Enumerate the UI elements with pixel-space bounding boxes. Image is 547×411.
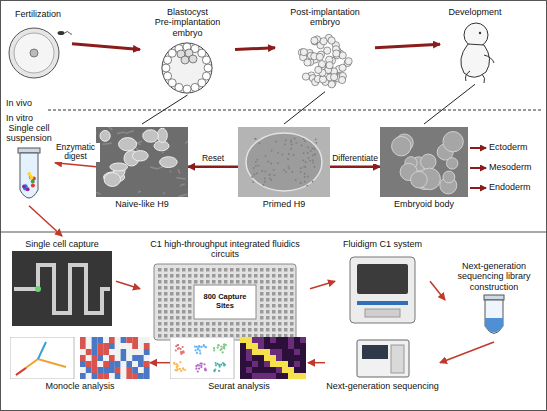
caption: Development [440, 7, 510, 17]
germ-layer-arrow [470, 167, 486, 169]
illustration [4, 21, 72, 81]
flow-arrow [375, 44, 440, 48]
illustration-frame [445, 294, 543, 342]
cell-photo: Naive-like H9 [96, 124, 188, 209]
flow-arrow [72, 44, 140, 50]
monocle-plots: Monocle analysis [10, 334, 150, 391]
illustration-frame [4, 21, 72, 81]
illustration-frame [10, 337, 150, 379]
illustration-frame [325, 337, 440, 379]
caption: Next-generation sequencing library const… [445, 261, 543, 292]
flow-arrow [424, 84, 475, 124]
flow-arrow [308, 362, 325, 364]
illustration [445, 294, 543, 342]
illustration-frame [96, 127, 188, 197]
illustration [8, 251, 116, 326]
illustration [10, 337, 150, 379]
germ-layer-label: Endoderm [489, 182, 531, 192]
chip-label: 800 Capture Sites [195, 286, 255, 318]
illustration [380, 127, 468, 197]
seurat-plots: Seurat analysis [170, 334, 308, 391]
edge-label: Differentiate [331, 154, 379, 163]
illustration-frame [275, 30, 375, 92]
illustration-frame [3, 146, 55, 206]
illustration [325, 337, 440, 379]
germ-layer-label: Mesoderm [489, 162, 532, 172]
flow-arrow [284, 92, 325, 124]
flow-arrow [430, 281, 445, 300]
c1-instrument: Fluidigm C1 system [335, 236, 430, 326]
caption: Fluidigm C1 system [335, 239, 430, 249]
flow-arrow [188, 165, 238, 168]
caption: Post-implantation embryo [275, 7, 375, 28]
cell-photo: Embryoid body [380, 124, 468, 209]
library-tube: Next-generation sequencing library const… [445, 258, 543, 342]
caption: Embryoid body [380, 199, 468, 209]
sequencer: Next-generation sequencing [325, 334, 440, 391]
germ-layer-arrow [470, 147, 486, 149]
illustration-frame [8, 251, 116, 326]
flow-arrow [330, 165, 380, 168]
post-implantation-stage: Post-implantation embryo [275, 4, 375, 92]
illustration [238, 127, 330, 197]
flow-arrow [310, 281, 335, 289]
fluidics-chip: C1 high-throughput integrated fluidics c… [140, 236, 310, 342]
caption: Fertilization [4, 9, 72, 19]
caption: Single cell suspension [3, 123, 55, 144]
caption: Monocle analysis [10, 381, 150, 391]
illustration [140, 40, 235, 95]
development-stage: Development [440, 4, 510, 84]
germ-layer-label: Ectoderm [489, 142, 528, 152]
illustration-frame [140, 40, 235, 95]
illustration-frame [170, 337, 308, 379]
illustration-frame [380, 127, 468, 197]
illustration-frame: 800 Capture Sites [140, 262, 310, 342]
caption: Pre-implantation embryo [140, 17, 235, 38]
blastocyst-stage: BlastocystPre-implantation embryo [140, 4, 235, 95]
flow-arrow [116, 281, 140, 289]
illustration-frame [335, 251, 430, 326]
flow-arrow [29, 206, 62, 236]
caption: Next-generation sequencing [325, 381, 440, 391]
illustration-frame [238, 127, 330, 197]
region-label: In vitro [6, 113, 33, 123]
illustration [96, 127, 188, 197]
illustration [170, 337, 308, 379]
germ-layer-arrow [470, 187, 486, 189]
illustration [335, 251, 430, 326]
fertilization-stage: Fertilization [4, 6, 72, 81]
vivo-vitro-divider [48, 110, 543, 111]
flow-arrow [55, 163, 96, 167]
flow-arrow [440, 342, 494, 363]
illustration-frame [440, 19, 510, 84]
capture-image: Single cell capture [8, 236, 116, 326]
edge-label: Enzymatic digest [52, 143, 100, 162]
illustration [275, 30, 375, 92]
cell-suspension-tube: Single cell suspension [3, 120, 55, 206]
flow-arrow [150, 362, 170, 364]
caption: Naive-like H9 [96, 199, 188, 209]
caption: Primed H9 [238, 199, 330, 209]
illustration [440, 19, 510, 84]
caption: Single cell capture [8, 239, 116, 249]
cell-photo: Primed H9 [238, 124, 330, 209]
caption: Seurat analysis [170, 381, 308, 391]
panel-divider [0, 232, 547, 233]
region-label: In vivo [6, 98, 32, 108]
flow-arrow [235, 48, 275, 50]
illustration [3, 146, 55, 206]
edge-label: Reset [201, 154, 225, 163]
caption: C1 high-throughput integrated fluidics c… [140, 239, 310, 260]
caption: Blastocyst [140, 7, 235, 17]
flow-arrow [142, 95, 188, 124]
